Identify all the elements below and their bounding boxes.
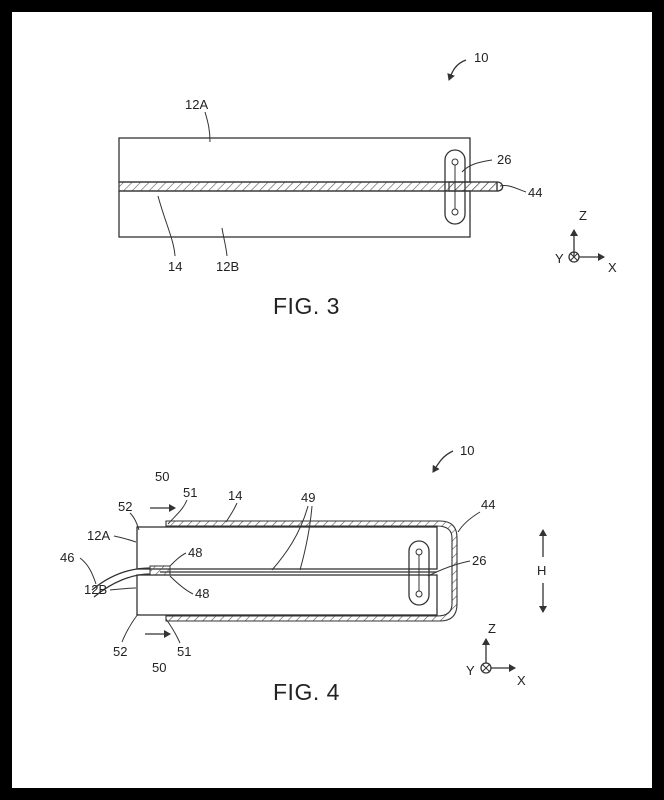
clamp-hole-top	[451, 158, 459, 166]
layer-14	[118, 181, 498, 192]
lower-plate-12B	[118, 190, 471, 238]
ref-26-label-fig4: 26	[472, 553, 486, 568]
ref-10-arrow	[432, 450, 454, 473]
fig3-caption: FIG. 3	[273, 293, 340, 319]
bond-48	[149, 565, 171, 576]
axis-y-label-fig4: Y	[466, 663, 475, 678]
ref-44-label-fig4: 44	[481, 497, 495, 512]
clamp-26	[408, 540, 430, 606]
wrapped-layer-14	[165, 520, 458, 622]
axis-x-label: X	[608, 260, 617, 275]
ref-50-top-label: 50	[155, 469, 169, 484]
axes-triad-fig4: Z Y X	[466, 621, 526, 688]
axis-z-label: Z	[579, 208, 587, 223]
axis-x-label-fig4: X	[517, 673, 526, 688]
ref-49-label: 49	[301, 490, 315, 505]
axes-triad-fig3: Z Y X	[555, 208, 617, 275]
axis-y-label: Y	[555, 251, 564, 266]
ref-12A-label-fig4: 12A	[87, 528, 110, 543]
upper-plate-12A	[118, 137, 471, 183]
height-dimension: H	[537, 529, 547, 613]
fig4-caption: FIG. 4	[273, 679, 340, 705]
ref-14-label: 14	[168, 259, 182, 274]
ref-12A-label: 12A	[185, 97, 208, 112]
ref-52-bottom-label: 52	[113, 644, 127, 659]
ref-10-label-fig4: 10	[460, 443, 474, 458]
ref-14-label-fig4: 14	[228, 488, 242, 503]
ref-H-label: H	[537, 563, 546, 578]
ref-12B-label-fig4: 12B	[84, 582, 107, 597]
ref-51-bottom-label: 51	[177, 644, 191, 659]
axis-z-label-fig4: Z	[488, 621, 496, 636]
lower-plate-12B	[136, 574, 438, 616]
ref-44-label: 44	[528, 185, 542, 200]
figure-3: 10 12A 26 44 14 12B Z Y	[118, 50, 617, 319]
tail-46	[91, 567, 151, 591]
ref-50-bottom-label: 50	[152, 660, 166, 675]
clamp-hole-bottom	[451, 208, 459, 216]
ref-10-arrow	[447, 59, 467, 81]
ref-48-top-label: 48	[188, 545, 202, 560]
ref-46-label: 46	[60, 550, 74, 565]
ref-48-bottom-label: 48	[195, 586, 209, 601]
ref-12B-label: 12B	[216, 259, 239, 274]
ref-26-label: 26	[497, 152, 511, 167]
layer-edge-44	[496, 181, 504, 192]
ref-52-top-label: 52	[118, 499, 132, 514]
ref-51-top-label: 51	[183, 485, 197, 500]
ref-10-label: 10	[474, 50, 488, 65]
figure-4: 10 50 52 51 14 49 44 12A 48 4	[60, 443, 547, 705]
upper-plate-12A	[136, 526, 438, 570]
